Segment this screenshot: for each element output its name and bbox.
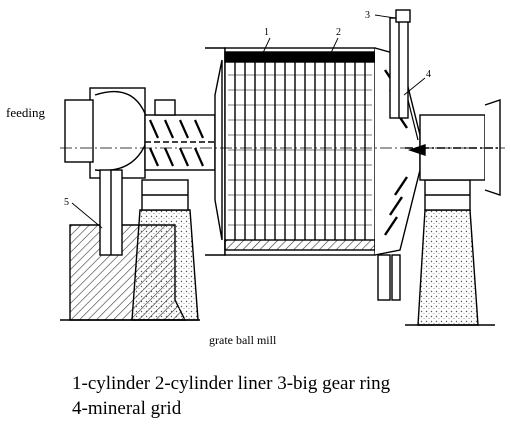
- callout-leaders: [71, 14, 426, 229]
- legend-line-1: 1-cylinder 2-cylinder liner 3-big gear r…: [72, 373, 391, 394]
- legend-line-2: 4-mineral grid: [72, 398, 182, 419]
- callout-2: 2: [336, 27, 341, 38]
- diagram-caption: grate ball mill: [209, 333, 277, 347]
- cylinder-shell: [224, 47, 376, 256]
- right-foundation: [405, 209, 495, 326]
- callout-3: 3: [365, 10, 370, 21]
- callout-1: 1: [264, 27, 269, 38]
- right-bearing-housing: [424, 179, 471, 211]
- feed-end-assembly: [64, 87, 216, 256]
- feeding-label: feeding: [6, 105, 45, 120]
- discharge-end: [374, 9, 501, 301]
- big-gear-ring: [377, 9, 411, 301]
- callout-4: 4: [426, 69, 431, 80]
- left-bearing-pedestal: [131, 179, 199, 321]
- callout-5: 5: [64, 197, 69, 208]
